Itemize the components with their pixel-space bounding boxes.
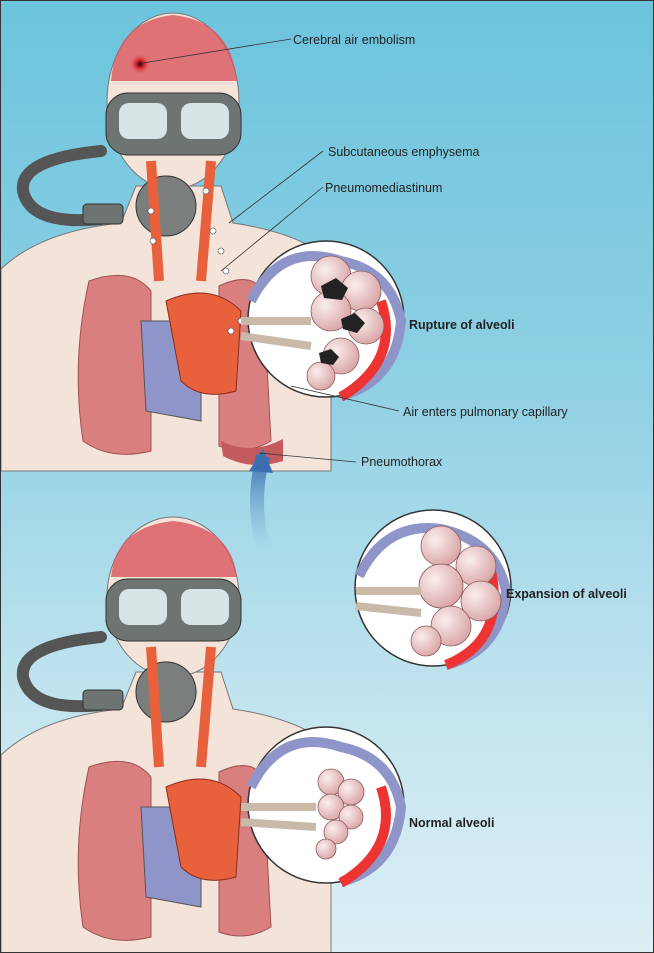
embolism-spot: [130, 54, 150, 74]
regulator: [135, 175, 197, 237]
label-rupture-of-alveoli: Rupture of alveoli: [409, 318, 515, 332]
lung-left: [77, 274, 152, 455]
label-normal-alveoli: Normal alveoli: [409, 816, 494, 830]
brain: [111, 15, 237, 81]
label-pneumothorax: Pneumothorax: [361, 455, 443, 469]
diver-figure-injured: [1, 12, 407, 472]
diving-hose: [16, 145, 107, 227]
label-subcutaneous-emphysema: Subcutaneous emphysema: [328, 145, 480, 159]
alveoli-inset-normal: [240, 726, 407, 888]
heart-artery: [165, 292, 242, 395]
carotid-arteries: [146, 160, 216, 282]
label-pneumomediastinum: Pneumomediastinum: [325, 181, 442, 195]
label-cerebral-air-embolism: Cerebral air embolism: [293, 33, 415, 47]
alveoli-inset-expansion: [354, 509, 512, 670]
alveoli-inset-rupture: [240, 240, 407, 402]
diver-figure-normal: [1, 516, 407, 952]
arrow-head-icon: [249, 449, 273, 473]
label-expansion-of-alveoli: Expansion of alveoli: [506, 587, 627, 601]
label-air-enters-pulmonary-capillary: Air enters pulmonary capillary: [403, 405, 568, 419]
